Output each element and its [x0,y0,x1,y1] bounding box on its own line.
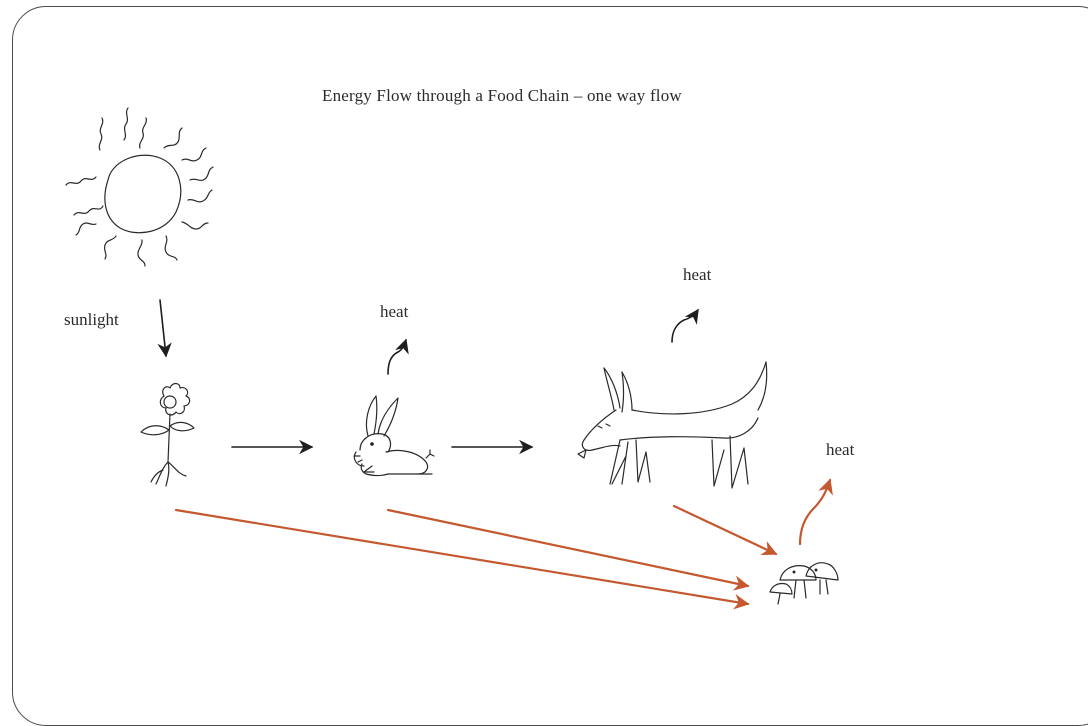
fox-to-decomposer-arrow [674,506,776,554]
rabbit-icon [354,396,434,476]
food-chain-diagram [0,0,1088,707]
flower-icon [141,384,194,487]
heat-arrow-rabbit [388,340,406,374]
fox-icon [578,362,767,488]
heat-arrow-fox [672,310,698,342]
plant-to-decomposer-arrow [176,510,748,604]
sunlight-arrow [160,300,166,356]
heat-arrow-decomposer [800,480,830,544]
sun-icon [66,108,213,266]
mushroom-icon [770,563,838,604]
